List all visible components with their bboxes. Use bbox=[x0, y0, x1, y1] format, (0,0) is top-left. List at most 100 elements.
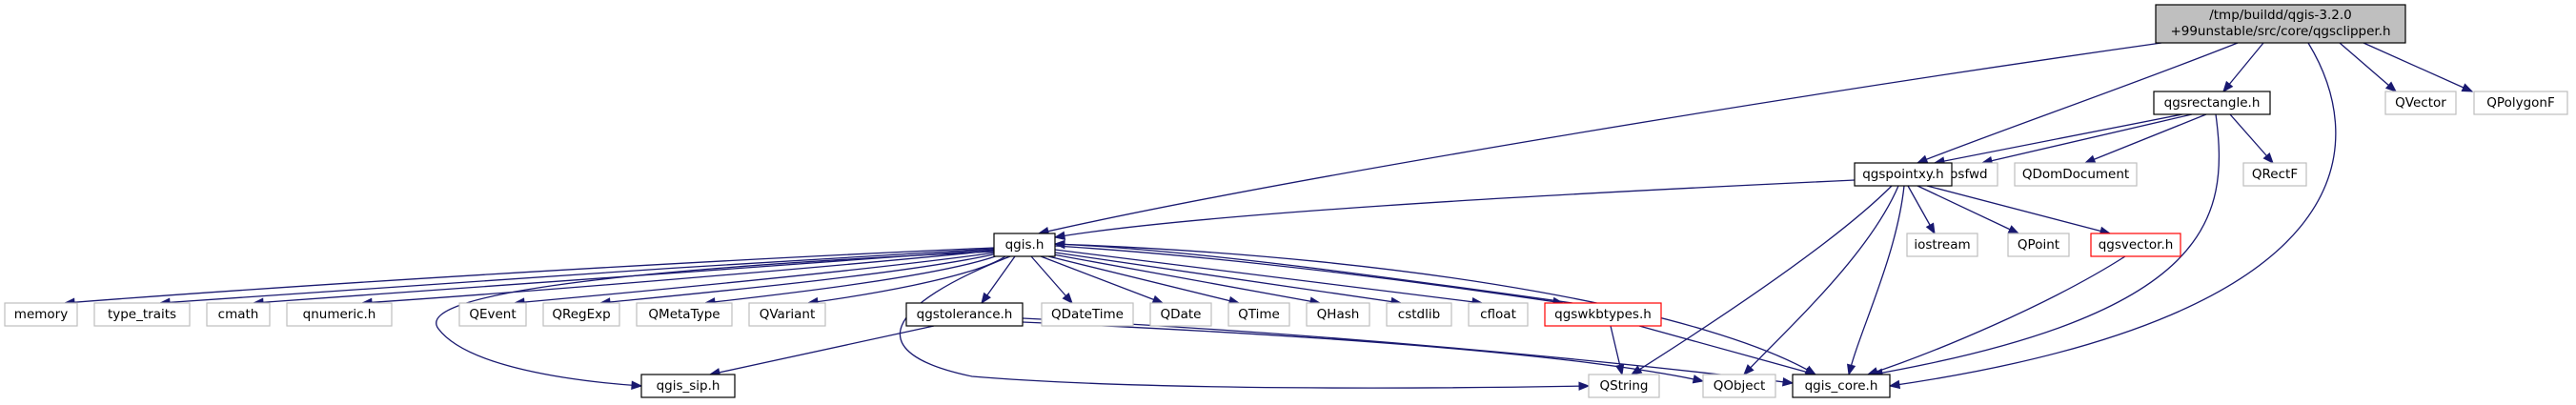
node-iostream[interactable]: iostream bbox=[1906, 233, 1978, 257]
arrowhead-qgspointxy-to-qgis bbox=[1053, 231, 1066, 240]
edge-qgsrectangle-to-qdomdocument bbox=[2084, 113, 2207, 164]
nodes-layer: /tmp/buildd/qgis-3.2.0 +99unstable/src/c… bbox=[4, 4, 2568, 398]
arrowhead-qgsrectangle-to-qrectf bbox=[2262, 152, 2274, 165]
node-qnumeric[interactable]: qnumeric.h bbox=[286, 302, 393, 327]
node-qdomdocument-label: QDomDocument bbox=[2022, 167, 2129, 182]
node-qstring[interactable]: QString bbox=[1588, 374, 1660, 398]
node-qpolygonf[interactable]: QPolygonF bbox=[2473, 91, 2568, 115]
node-cstdlib-label: cstdlib bbox=[1398, 307, 1440, 322]
arrowhead-qgis-to-qdate bbox=[1151, 294, 1165, 304]
edges-layer bbox=[63, 42, 2474, 391]
edge-qgis-to-qdate bbox=[1040, 255, 1164, 304]
arrowhead-root-to-qvector bbox=[2384, 81, 2398, 92]
node-qgspointxy[interactable]: qgspointxy.h bbox=[1854, 162, 1953, 187]
edge-qgsrectangle-to-qrectf bbox=[2229, 113, 2274, 164]
node-qgis-sip[interactable]: qgis_sip.h bbox=[640, 374, 736, 398]
edge-qgis-to-qhash bbox=[1052, 253, 1321, 304]
edge-qgis-to-cfloat bbox=[1054, 249, 1483, 304]
node-qmetatype[interactable]: QMetaType bbox=[636, 302, 733, 327]
edge-qgspointxy-to-qgsvector bbox=[1926, 185, 2111, 234]
node-cfloat[interactable]: cfloat bbox=[1468, 302, 1529, 327]
edge-qgis-to-qregexp bbox=[599, 253, 999, 304]
node-qgsvector-label: qgsvector.h bbox=[2099, 237, 2174, 253]
node-qvariant[interactable]: QVariant bbox=[748, 302, 826, 327]
node-qdomdocument[interactable]: QDomDocument bbox=[2014, 162, 2138, 187]
node-qgsvector[interactable]: qgsvector.h bbox=[2090, 233, 2181, 257]
node-qobject[interactable]: QObject bbox=[1702, 374, 1776, 398]
root-label-line2: +99unstable/src/core/qgsclipper.h bbox=[2170, 24, 2390, 39]
edge-root-to-qgis-core bbox=[1889, 42, 2337, 387]
node-memory[interactable]: memory bbox=[4, 302, 78, 327]
node-qrectf[interactable]: QRectF bbox=[2242, 162, 2307, 187]
node-qvector-label: QVector bbox=[2395, 95, 2446, 111]
node-qpoint[interactable]: QPoint bbox=[2007, 233, 2070, 257]
node-qgsrectangle[interactable]: qgsrectangle.h bbox=[2153, 91, 2271, 115]
node-qstring-label: QString bbox=[1600, 378, 1649, 394]
node-qregexp-label: QRegExp bbox=[552, 307, 610, 322]
edge-qgspointxy-to-qgis-core bbox=[1848, 185, 1905, 375]
node-qgsclipper-root[interactable]: /tmp/buildd/qgis-3.2.0 +99unstable/src/c… bbox=[2155, 4, 2406, 44]
node-cmath-label: cmath bbox=[218, 307, 259, 322]
node-iosfwd-label: iosfwd bbox=[1946, 167, 1987, 182]
node-qdatetime-label: QDateTime bbox=[1051, 307, 1124, 322]
node-cstdlib[interactable]: cstdlib bbox=[1386, 302, 1452, 327]
node-qdatetime[interactable]: QDateTime bbox=[1041, 302, 1134, 327]
edge-qgis-to-qmetatype bbox=[704, 253, 1002, 304]
edge-qgsrectangle-to-iosfwd bbox=[1981, 113, 2193, 164]
node-qhash[interactable]: QHash bbox=[1306, 302, 1370, 327]
node-qevent-label: QEvent bbox=[469, 307, 516, 322]
arrowhead-root-to-qgis-core bbox=[1888, 379, 1901, 390]
node-qgis-core-label: qgis_core.h bbox=[1805, 378, 1878, 394]
edge-qgspointxy-to-qstring bbox=[1631, 185, 1893, 375]
node-qevent[interactable]: QEvent bbox=[458, 302, 527, 327]
edge-root-to-qgsrectangle bbox=[2222, 42, 2264, 92]
node-cmath[interactable]: cmath bbox=[206, 302, 271, 327]
edge-qgis-to-cstdlib bbox=[1054, 252, 1402, 304]
edge-qgsrectangle-to-qgis-core bbox=[1872, 113, 2221, 375]
node-type-traits[interactable]: type_traits bbox=[93, 302, 191, 327]
node-type-traits-label: type_traits bbox=[108, 307, 176, 322]
edge-qgspointxy-to-qobject bbox=[1743, 185, 1899, 375]
edge-qgis-to-memory bbox=[64, 247, 995, 304]
edge-qgis-to-qdatetime bbox=[1030, 255, 1073, 304]
arrowhead-root-to-qpolygonf bbox=[2461, 83, 2474, 92]
node-qtime[interactable]: QTime bbox=[1227, 302, 1290, 327]
edge-qgis-to-qnumeric bbox=[361, 250, 995, 304]
edge-qgis-to-qevent bbox=[514, 252, 997, 304]
node-qpoint-label: QPoint bbox=[2018, 237, 2059, 253]
edge-qgspointxy-to-qpoint bbox=[1917, 185, 2019, 234]
edge-root-to-qvector bbox=[2339, 42, 2397, 92]
node-qgstolerance[interactable]: qgstolerance.h bbox=[905, 302, 1024, 327]
arrowhead-root-to-qgspointxy bbox=[1916, 154, 1929, 164]
node-qrectf-label: QRectF bbox=[2252, 167, 2298, 182]
node-qgsrectangle-label: qgsrectangle.h bbox=[2164, 95, 2261, 111]
node-cfloat-label: cfloat bbox=[1480, 307, 1516, 322]
arrowhead-qgis-to-qgstolerance bbox=[981, 292, 991, 305]
node-qvector[interactable]: QVector bbox=[2384, 91, 2457, 115]
edge-qgsvector-to-qgis-core bbox=[1867, 255, 2126, 375]
node-qgspointxy-label: qgspointxy.h bbox=[1862, 167, 1944, 182]
arrowhead-qgstolerance-to-qobject bbox=[1692, 375, 1705, 384]
node-iostream-label: iostream bbox=[1914, 237, 1970, 253]
node-qnumeric-label: qnumeric.h bbox=[303, 307, 376, 322]
node-qdate[interactable]: QDate bbox=[1149, 302, 1212, 327]
node-memory-label: memory bbox=[14, 307, 68, 322]
edge-qgsrectangle-to-qgspointxy bbox=[1934, 113, 2183, 164]
edge-qgstolerance-to-qobject bbox=[1022, 321, 1704, 382]
edge-qgis-to-qgis-core bbox=[1054, 243, 1816, 375]
node-qgis-core[interactable]: qgis_core.h bbox=[1792, 374, 1891, 398]
arrowhead-qgspointxy-to-iostream bbox=[1925, 222, 1936, 235]
node-qvariant-label: QVariant bbox=[760, 307, 816, 322]
arrowhead-qgsrectangle-to-qdomdocument bbox=[2083, 154, 2097, 164]
arrowhead-qgspointxy-to-qobject bbox=[1743, 364, 1755, 375]
edge-qgswkbtypes-to-qgis-core bbox=[1638, 325, 1816, 375]
node-qgis[interactable]: qgis.h bbox=[993, 233, 1056, 257]
edge-qgswkbtypes-to-qgis bbox=[1054, 243, 1573, 304]
node-qregexp[interactable]: QRegExp bbox=[542, 302, 620, 327]
edge-root-to-qgis bbox=[1038, 42, 2162, 234]
arrowhead-qgstolerance-to-qgis-core bbox=[1782, 377, 1795, 387]
node-qgswkbtypes[interactable]: qgswkbtypes.h bbox=[1544, 302, 1662, 327]
root-label-line1: /tmp/buildd/qgis-3.2.0 bbox=[2209, 8, 2352, 23]
node-qobject-label: QObject bbox=[1714, 378, 1766, 394]
